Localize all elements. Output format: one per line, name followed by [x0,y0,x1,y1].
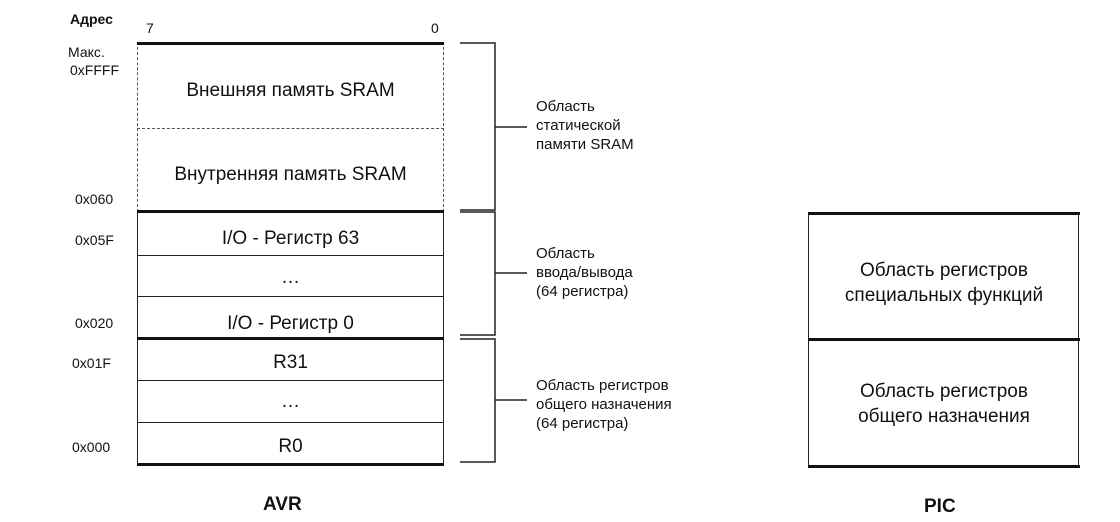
io-note-line-1: Область [536,245,595,262]
external-sram-block: Внешняя память SRAM [186,80,395,101]
pic-title: PIC [924,496,956,517]
gpr-brace [460,338,496,463]
avr-memory-map: Внешняя память SRAM Внутренняя память SR… [137,42,444,466]
io-gpr-boundary [137,337,444,340]
pic-gpr-line-1: Область регистров [860,381,1028,402]
register-r0: R0 [278,436,303,457]
io-note-line-3: (64 регистра) [536,283,629,300]
sram-divider [137,128,444,129]
gpr-divider-1 [137,380,444,381]
bottom-border [137,463,444,466]
sram-left-edge [137,42,138,212]
address-0x060: 0x060 [75,191,114,207]
gpr-region-note: Область регистров общего назначения (64 … [536,376,672,433]
io-register-63: I/O - Регистр 63 [221,228,360,249]
io-divider-1 [137,255,444,256]
address-max-value: 0xFFFF [70,62,119,78]
gpr-divider-2 [137,422,444,423]
internal-sram-block: Внутренняя память SRAM [174,164,407,185]
pic-sfr-block: Область регистров специальных функций [808,258,1080,308]
pic-memory-map: Область регистров специальных функций Об… [808,212,1080,468]
address-0x000: 0x000 [72,439,111,455]
pic-gpr-line-2: общего назначения [858,406,1030,427]
sram-io-boundary [137,210,444,213]
gpr-note-line-3: (64 регистра) [536,415,629,432]
address-max-label: Макс. [68,44,105,60]
sram-note-line-1: Область [536,98,595,115]
io-note-line-2: ввода/вывода [536,264,633,281]
gpr-ellipsis: … [281,391,300,412]
sram-brace [460,42,496,211]
address-0x05F: 0x05F [75,232,114,248]
sram-right-edge [443,42,444,212]
sram-note-line-2: статической [536,117,621,134]
address-header: Адрес [70,11,113,27]
io-region-note: Область ввода/вывода (64 регистра) [536,244,633,301]
pic-top-border [808,212,1080,215]
sram-region-note: Область статической памяти SRAM [536,97,634,154]
bit-0-label: 0 [431,20,439,36]
pic-gpr-block: Область регистров общего назначения [808,379,1080,429]
io-brace [460,211,496,336]
avr-title: AVR [263,494,302,515]
register-r31: R31 [273,352,308,373]
address-0x01F: 0x01F [72,355,111,371]
bit-7-label: 7 [146,20,154,36]
gpr-note-line-2: общего назначения [536,396,672,413]
io-divider-2 [137,296,444,297]
io-register-0: I/O - Регистр 0 [227,313,354,334]
address-0x020: 0x020 [75,315,114,331]
top-border [137,42,444,45]
pic-sfr-line-1: Область регистров [860,260,1028,281]
sram-note-line-3: памяти SRAM [536,136,634,153]
pic-bottom-border [808,465,1080,468]
gpr-note-line-1: Область регистров [536,377,669,394]
io-ellipsis: … [281,267,300,288]
pic-sfr-line-2: специальных функций [844,285,1044,306]
pic-divider [808,338,1080,341]
